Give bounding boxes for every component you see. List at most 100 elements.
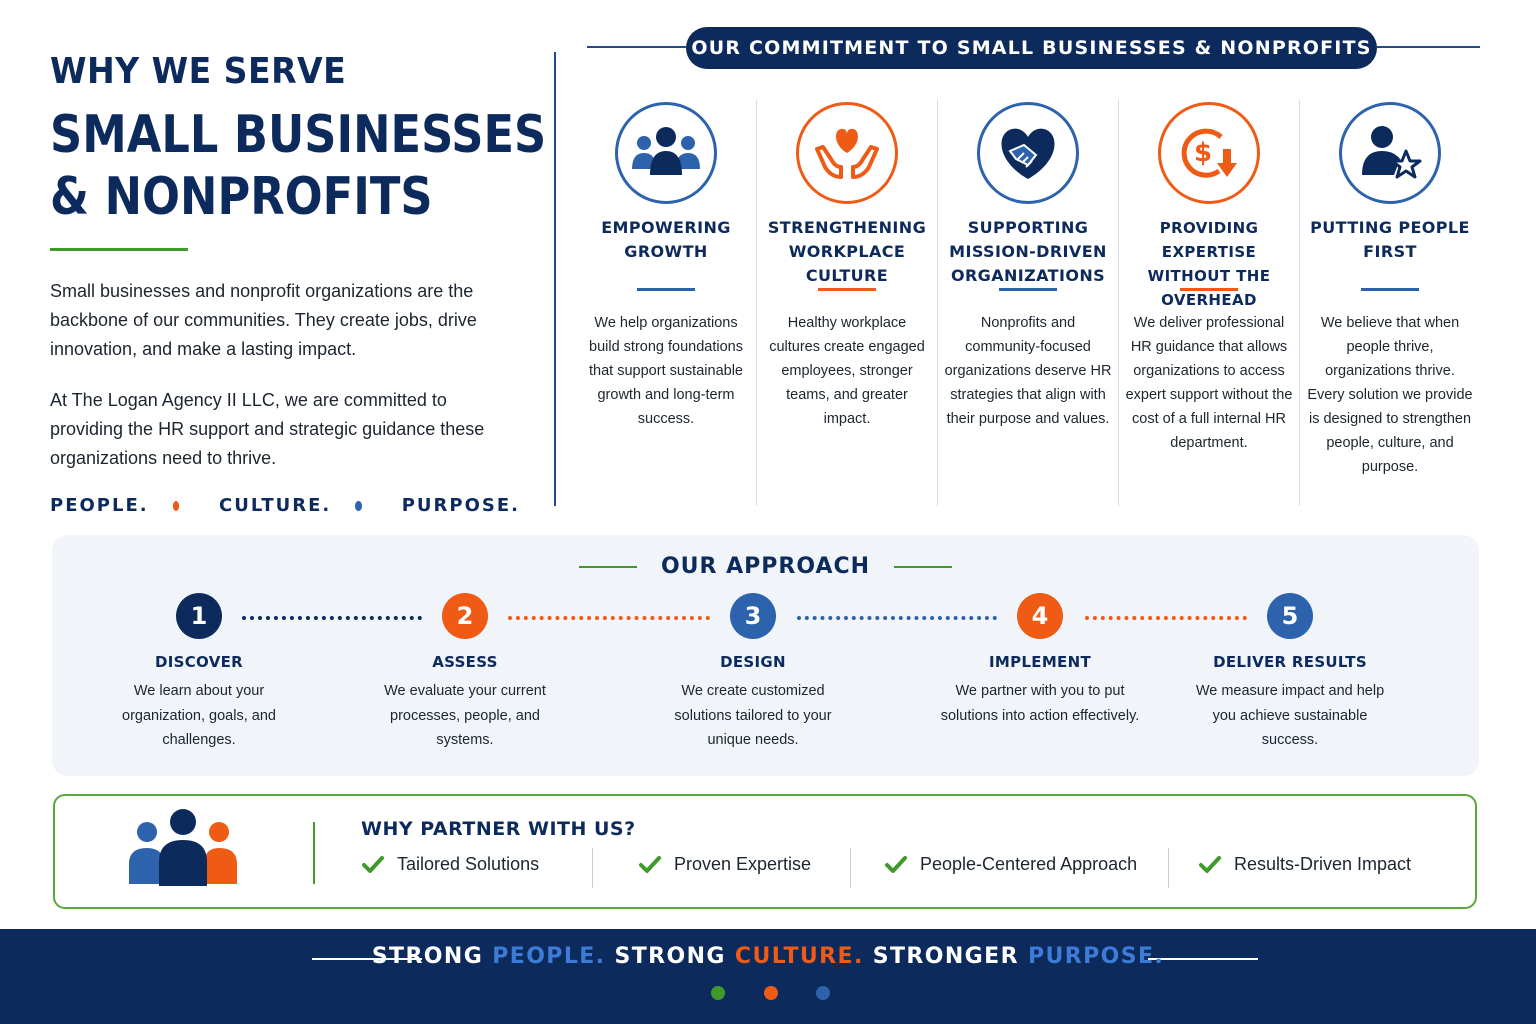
step-number: 5 bbox=[1267, 593, 1313, 639]
footer-dot-orange bbox=[764, 986, 778, 1000]
commitment-column: STRENGTHENING WORKPLACE CULTURE Healthy … bbox=[756, 100, 937, 506]
footer-rule-left bbox=[312, 958, 422, 960]
step-title: ASSESS bbox=[432, 653, 498, 671]
commitment-rule bbox=[637, 288, 695, 291]
tagline-people: PEOPLE. bbox=[50, 495, 149, 516]
check-icon bbox=[885, 855, 907, 873]
person-star-icon bbox=[1339, 102, 1441, 204]
step-connector bbox=[797, 616, 997, 620]
commitment-title: SUPPORTING MISSION-DRIVEN ORGANIZATIONS bbox=[949, 218, 1107, 285]
hero-section: WHY WE SERVE SMALL BUSINESSES & NONPROFI… bbox=[50, 50, 547, 516]
step-text: We learn about your organization, goals,… bbox=[122, 683, 276, 748]
commitment-text: Nonprofits and community-focused organiz… bbox=[944, 315, 1112, 427]
heart-hands-icon bbox=[796, 102, 898, 204]
hero-title-line3: & NONPROFITS bbox=[50, 167, 433, 227]
hero-paragraph-2: At The Logan Agency II LLC, we are commi… bbox=[50, 390, 485, 468]
commitment-title: STRENGTHENING WORKPLACE CULTURE bbox=[767, 218, 927, 285]
partner-section: WHY PARTNER WITH US? Tailored Solutions … bbox=[53, 794, 1477, 909]
people-group-icon bbox=[615, 102, 717, 204]
approach-section: OUR APPROACH 1 DISCOVER We learn about y… bbox=[52, 535, 1479, 776]
step-text: We partner with you to put solutions int… bbox=[940, 683, 1140, 724]
commitment-columns: EMPOWERING GROWTH We help organizations … bbox=[576, 100, 1480, 506]
tagline-dot-blue bbox=[355, 500, 362, 511]
slogan-part: STRONG bbox=[605, 944, 735, 969]
partner-divider bbox=[313, 822, 315, 884]
commitment-rule bbox=[1361, 288, 1419, 291]
step-title: DESIGN bbox=[720, 653, 786, 671]
slogan-purpose: PURPOSE. bbox=[1027, 944, 1165, 969]
commitment-text: We believe that when people thrive, orga… bbox=[1307, 315, 1473, 475]
commitment-column: EMPOWERING GROWTH We help organizations … bbox=[576, 100, 756, 506]
slogan-culture: CULTURE. bbox=[734, 944, 864, 969]
footer-slogan: STRONG PEOPLE. STRONG CULTURE. STRONGER … bbox=[0, 944, 1536, 969]
check-icon bbox=[1199, 855, 1221, 873]
slogan-people: PEOPLE. bbox=[492, 944, 606, 969]
commitment-column: $ PROVIDING EXPERTISE WITHOUT THE OVERHE… bbox=[1118, 100, 1299, 506]
step-title: DISCOVER bbox=[155, 653, 243, 671]
commitment-column: PUTTING PEOPLE FIRST We believe that whe… bbox=[1299, 100, 1480, 506]
dollar-down-icon: $ bbox=[1158, 102, 1260, 204]
step-connector bbox=[242, 616, 422, 620]
footer-dot-blue bbox=[816, 986, 830, 1000]
commitment-title: EMPOWERING GROWTH bbox=[601, 218, 731, 261]
approach-step: 2 ASSESS We evaluate your current proces… bbox=[365, 593, 565, 753]
partner-item: Results-Driven Impact bbox=[1198, 854, 1411, 875]
commitment-text: We help organizations build strong found… bbox=[589, 315, 743, 427]
partner-item: Proven Expertise bbox=[638, 854, 811, 875]
footer-rule-right bbox=[1148, 958, 1258, 960]
hero-tagline: PEOPLE. CULTURE. PURPOSE. bbox=[50, 495, 520, 516]
hero-intro: Small businesses and nonprofit organizat… bbox=[50, 277, 520, 473]
commitment-text: We deliver professional HR guidance that… bbox=[1125, 315, 1293, 451]
banner-rule-right bbox=[1377, 46, 1480, 48]
footer-banner: STRONG PEOPLE. STRONG CULTURE. STRONGER … bbox=[0, 929, 1536, 1024]
slogan-part: STRONG bbox=[371, 944, 493, 969]
partner-item-divider bbox=[1168, 848, 1169, 888]
step-number: 3 bbox=[730, 593, 776, 639]
tagline-dot-orange bbox=[172, 500, 180, 511]
partner-item-label: People-Centered Approach bbox=[920, 854, 1138, 874]
partner-item-label: Tailored Solutions bbox=[397, 854, 540, 874]
hero-divider bbox=[50, 248, 188, 251]
partner-item-divider bbox=[592, 848, 593, 888]
tagline-culture: CULTURE. bbox=[219, 495, 332, 516]
step-title: IMPLEMENT bbox=[989, 653, 1091, 671]
approach-step: 3 DESIGN We create customized solutions … bbox=[653, 593, 853, 753]
approach-step: 5 DELIVER RESULTS We measure impact and … bbox=[1190, 593, 1390, 753]
step-connector bbox=[508, 616, 710, 620]
handshake-heart-icon bbox=[977, 102, 1079, 204]
banner-rule-left bbox=[587, 46, 686, 48]
step-number: 2 bbox=[442, 593, 488, 639]
hero-title-line1: WHY WE SERVE bbox=[50, 51, 347, 92]
check-icon bbox=[362, 855, 384, 873]
footer-dot-green bbox=[711, 986, 725, 1000]
step-text: We evaluate your current processes, peop… bbox=[384, 683, 546, 748]
commitment-column: SUPPORTING MISSION-DRIVEN ORGANIZATIONS … bbox=[937, 100, 1118, 506]
commitment-rule bbox=[818, 288, 876, 291]
partner-item: Tailored Solutions bbox=[361, 854, 539, 875]
partner-item-divider bbox=[850, 848, 851, 888]
approach-step: 1 DISCOVER We learn about your organizat… bbox=[99, 593, 299, 753]
step-number: 1 bbox=[176, 593, 222, 639]
team-icon bbox=[127, 808, 239, 892]
svg-text:$: $ bbox=[1194, 138, 1212, 168]
partner-item-label: Results-Driven Impact bbox=[1234, 854, 1412, 874]
tagline-purpose: PURPOSE. bbox=[401, 495, 520, 516]
step-number: 4 bbox=[1017, 593, 1063, 639]
slogan-part: STRONGER bbox=[863, 944, 1028, 969]
step-title: DELIVER RESULTS bbox=[1213, 653, 1367, 671]
partner-title: WHY PARTNER WITH US? bbox=[361, 818, 636, 840]
hero-paragraph-1: Small businesses and nonprofit organizat… bbox=[50, 281, 477, 359]
commitment-rule bbox=[1180, 288, 1238, 291]
step-text: We measure impact and help you achieve s… bbox=[1195, 683, 1385, 748]
step-text: We create customized solutions tailored … bbox=[674, 683, 832, 748]
commitment-text: Healthy workplace cultures create engage… bbox=[769, 315, 925, 427]
commitment-title: PROVIDING EXPERTISE WITHOUT THE OVERHEAD bbox=[1147, 219, 1271, 309]
check-icon bbox=[639, 855, 661, 873]
partner-item: People-Centered Approach bbox=[884, 854, 1137, 875]
approach-rule-left bbox=[579, 566, 637, 568]
hero-vertical-divider bbox=[554, 52, 556, 506]
approach-rule-right bbox=[894, 566, 952, 568]
approach-step: 4 IMPLEMENT We partner with you to put s… bbox=[940, 593, 1140, 728]
partner-item-label: Proven Expertise bbox=[674, 854, 812, 874]
hero-title-line2: SMALL BUSINESSES bbox=[50, 105, 547, 165]
